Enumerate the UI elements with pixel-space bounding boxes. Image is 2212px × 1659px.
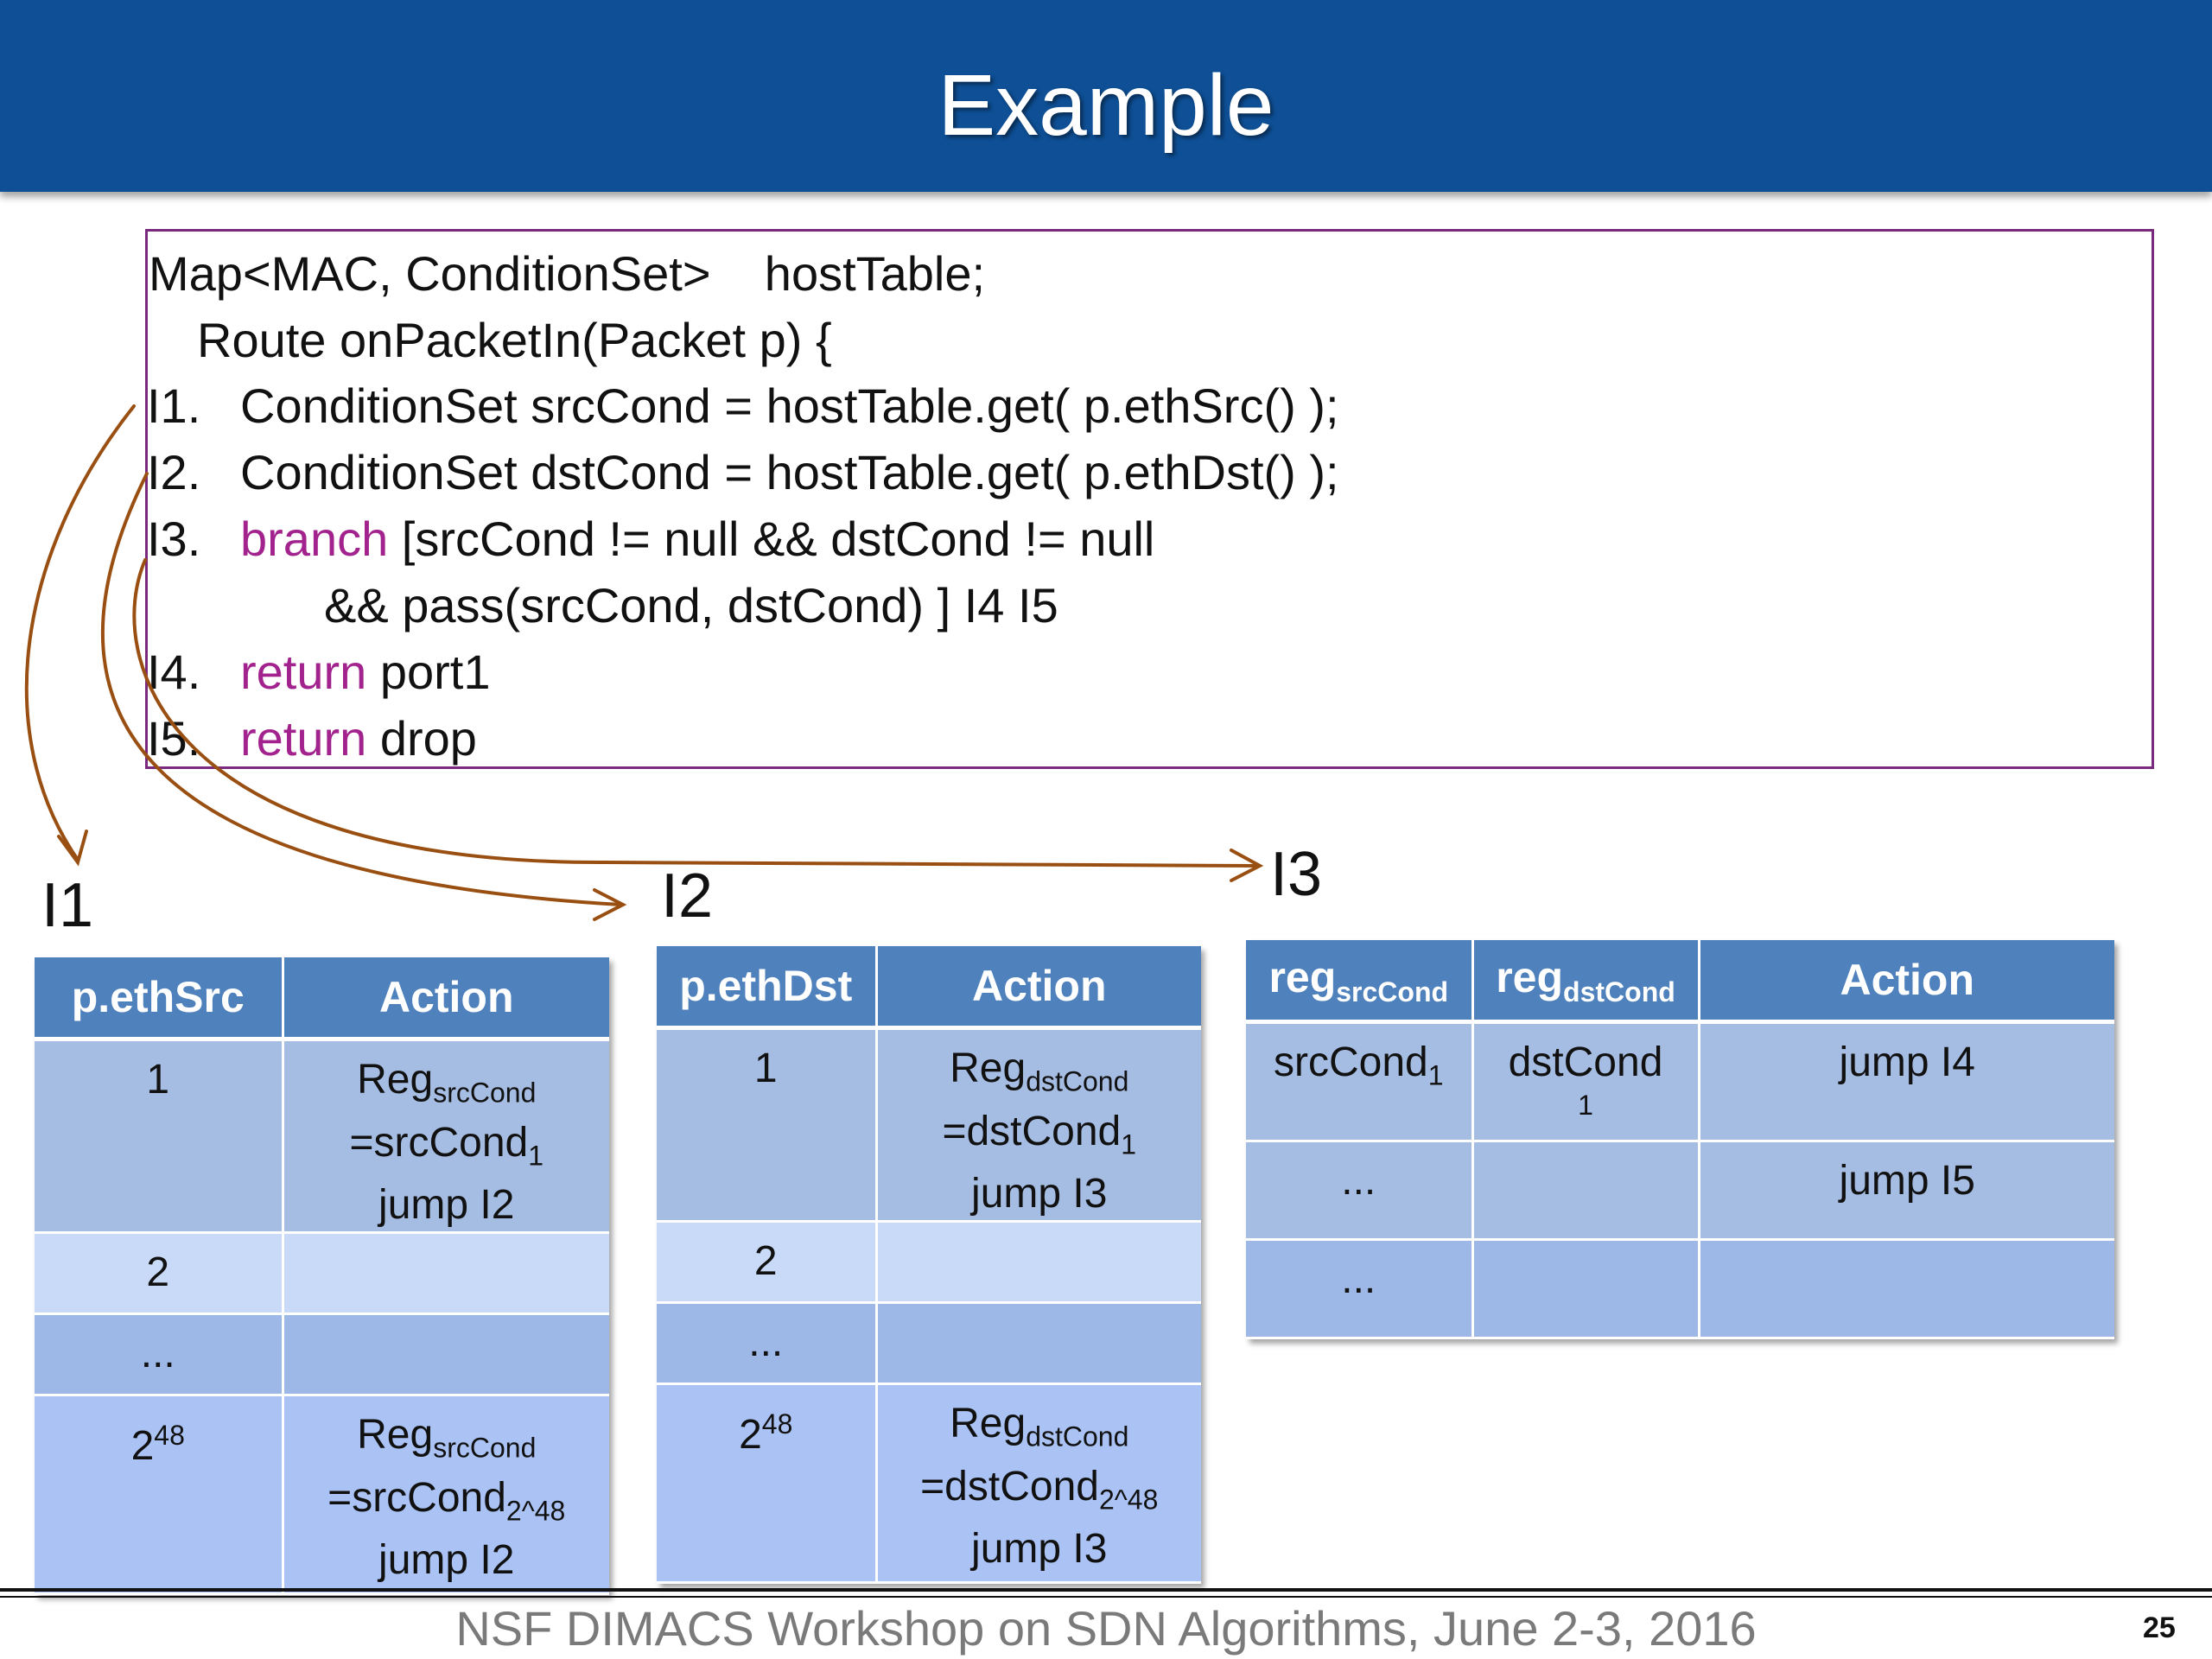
match-cell: 1: [657, 1027, 878, 1224]
arrow-i3-head: [1230, 849, 1264, 882]
match-cell: ...: [35, 1313, 284, 1397]
action-cell: [283, 1232, 609, 1316]
code-line-i2: ConditionSet dstCond = hostTable.get( p.…: [240, 445, 1339, 499]
match-cell: [1472, 1141, 1700, 1241]
code-line-num-i1: I1.: [147, 378, 201, 433]
label-i2: I2: [661, 861, 714, 931]
match-cell: ...: [1246, 1141, 1474, 1241]
table-header: regsrcCond: [1246, 940, 1474, 1024]
flow-table-i1: p.ethSrc Action 1 RegsrcCond =srcCond1 j…: [35, 957, 609, 1596]
match-cell: [1472, 1239, 1700, 1339]
code-line-i5-text: drop: [366, 711, 477, 766]
action-cell: RegsrcCond =srcCond1 jump I2: [283, 1039, 609, 1235]
arrow-i1: [24, 404, 136, 861]
action-cell: RegdstCond =dstCond2^48 jump I3: [876, 1383, 1201, 1585]
footer-text: NSF DIMACS Workshop on SDN Algorithms, J…: [455, 1601, 1757, 1656]
keyword-return: return: [240, 645, 367, 699]
code-line-i3-continuation: && pass(srcCond, dstCond) ] I4 I5: [324, 578, 1058, 632]
table-header: regdstCond: [1472, 940, 1700, 1024]
keyword-return: return: [240, 711, 367, 766]
code-line-i3-text: [srcCond != null && dstCond != null: [388, 512, 1155, 566]
match-cell: 248: [657, 1383, 878, 1585]
code-line-hosttable: Map<MAC, ConditionSet> hostTable;: [149, 246, 986, 301]
arrow-i1-head: [57, 830, 88, 867]
label-i3: I3: [1270, 840, 1323, 909]
page-number: 25: [2143, 1611, 2176, 1644]
code-line-route: Route onPacketIn(Packet p) {: [197, 313, 832, 367]
flow-table-i3: regsrcCond regdstCond Action srcCond1 ds…: [1246, 940, 2114, 1339]
match-cell: 2: [35, 1232, 284, 1316]
footer-rule: [0, 1596, 2212, 1598]
action-cell: RegdstCond =dstCond1 jump I3: [876, 1027, 1201, 1224]
code-line-i1: ConditionSet srcCond = hostTable.get( p.…: [240, 378, 1339, 433]
flow-table-i2: p.ethDst Action 1 RegdstCond =dstCond1 j…: [657, 946, 1201, 1585]
match-cell: 248: [35, 1395, 284, 1596]
title-bar: [0, 0, 2212, 192]
label-i1: I1: [41, 871, 94, 940]
table-header: Action: [283, 957, 609, 1041]
action-cell: [1699, 1239, 2114, 1339]
match-cell: srcCond1: [1246, 1021, 1474, 1142]
match-cell: 1: [35, 1039, 284, 1235]
table-header: p.ethDst: [657, 946, 878, 1030]
action-cell: RegsrcCond =srcCond2^48 jump I2: [283, 1395, 609, 1596]
code-line-i5: return drop: [240, 711, 477, 766]
code-line-i4-text: port1: [366, 645, 491, 699]
action-cell: jump I4: [1699, 1021, 2114, 1142]
slide-title: Example: [938, 57, 1274, 154]
code-line-num-i4: I4.: [147, 645, 201, 699]
match-cell: ...: [657, 1302, 878, 1386]
arrow-i2-head: [593, 888, 627, 921]
footer-rule: [0, 1588, 2212, 1592]
code-line-num-i5: I5.: [147, 711, 201, 766]
match-cell: 2: [657, 1221, 878, 1305]
table-header: Action: [876, 946, 1201, 1030]
action-cell: [283, 1313, 609, 1397]
code-line-num-i3: I3.: [147, 512, 201, 566]
table-header: Action: [1699, 940, 2114, 1024]
action-cell: [876, 1302, 1201, 1386]
code-box: [145, 229, 2154, 769]
keyword-branch: branch: [240, 512, 389, 566]
code-line-num-i2: I2.: [147, 445, 201, 499]
match-cell: ...: [1246, 1239, 1474, 1339]
action-cell: jump I5: [1699, 1141, 2114, 1241]
code-line-i4: return port1: [240, 645, 491, 700]
code-line-i3: branch [srcCond != null && dstCond != nu…: [240, 512, 1154, 567]
action-cell: [876, 1221, 1201, 1305]
arrow-i3: [132, 558, 1259, 868]
arrow-i2: [101, 472, 622, 906]
table-header: p.ethSrc: [35, 957, 284, 1041]
